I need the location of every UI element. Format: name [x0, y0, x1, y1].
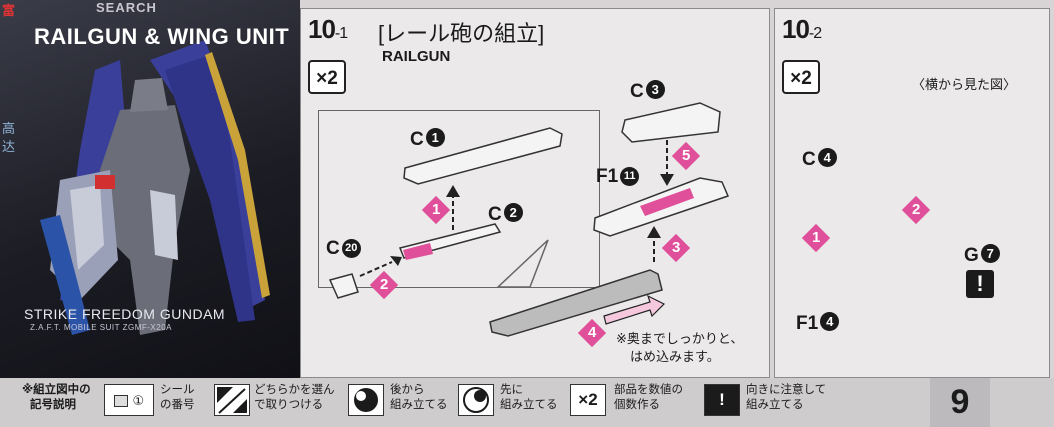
legend-line-2: で取りつける — [254, 399, 324, 411]
watermark-logo: 富 — [2, 3, 16, 18]
multiplier-badge: ×2 — [308, 60, 346, 94]
legend-item-sticker: シールの番号 — [160, 383, 195, 413]
assemble-first-glyph — [463, 387, 489, 413]
legend-item-multiplier: 部品を数値の個数作る — [614, 383, 683, 413]
legend-line-2: 組み立てる — [746, 399, 804, 411]
step-number-10-2: 10-2 — [782, 14, 822, 45]
legend-header: ※組立図中の 記号説明 — [22, 383, 91, 413]
legend-header-line-2: 記号説明 — [30, 399, 76, 411]
orientation-caution-icon: ! — [704, 384, 740, 416]
part-c3 — [621, 102, 721, 143]
note-line-1: ※奥までしっかりと、 — [616, 331, 744, 346]
caution-icon: ! — [966, 270, 994, 298]
section-title: RAILGUN & WING UNIT — [34, 24, 290, 49]
legend-line-1: シール — [160, 384, 195, 396]
model-photo — [0, 0, 300, 378]
legend-line-2: 組み立てる — [390, 399, 448, 411]
step-10-2-panel — [774, 8, 1050, 378]
assemble-later-glyph — [354, 388, 378, 412]
step-title-en: RAILGUN — [382, 48, 451, 65]
legend-bar — [0, 378, 1054, 427]
part-c20 — [328, 273, 359, 299]
step-number-sub: 1 — [339, 25, 348, 42]
multiplier-icon: ×2 — [570, 384, 606, 416]
detail-inset — [318, 110, 600, 288]
legend-line-1: 後から — [390, 384, 425, 396]
legend-item-first: 先に組み立てる — [500, 383, 558, 413]
legend-line-1: 部品を数値の — [614, 384, 683, 396]
part-rail — [489, 269, 663, 337]
step-number-main: 10 — [308, 14, 336, 44]
part-c2-accent — [403, 243, 433, 260]
assemble-first-icon — [458, 384, 494, 416]
assembly-note: ※奥までしっかりと、 はめ込みます。 — [616, 330, 743, 366]
side-view-label: 〈横から見た図〉 — [912, 77, 1017, 92]
sticker-number-icon: ① — [104, 384, 154, 416]
step-number-dash: - — [808, 25, 814, 42]
legend-line-1: 先に — [500, 384, 523, 396]
page-number: 9 — [930, 378, 990, 427]
model-name: STRIKE FREEDOM GUNDAM — [24, 306, 226, 322]
legend-item-caution: 向きに注意して組み立てる — [746, 383, 826, 413]
model-code: Z.A.F.T. MOBILE SUIT ZGMF-X20A — [30, 323, 172, 332]
legend-item-later: 後から組み立てる — [390, 383, 448, 413]
note-line-2: はめ込みます。 — [630, 349, 720, 364]
legend-line-1: どちらかを選ん — [254, 384, 335, 396]
step-title-jp: [レール砲の組立] — [378, 21, 545, 46]
step-number-dash: - — [334, 25, 340, 42]
legend-line-2: の番号 — [160, 399, 195, 411]
choose-one-icon — [214, 384, 250, 416]
step-number-10-1: 10-1 — [308, 14, 348, 45]
part-c1 — [403, 127, 563, 185]
legend-header-line-1: ※組立図中の — [22, 384, 91, 396]
gundam-illustration — [40, 40, 270, 335]
assemble-later-icon — [348, 384, 384, 416]
step-number-main: 10 — [782, 14, 810, 44]
legend-line-2: 組み立てる — [500, 399, 558, 411]
side-watermark: 高达 — [2, 121, 16, 154]
legend-line-2: 個数作る — [614, 399, 660, 411]
multiplier-badge: ×2 — [782, 60, 820, 94]
choose-one-glyph — [217, 387, 247, 414]
watermark-text: SEARCH — [96, 0, 157, 15]
legend-item-choose: どちらかを選んで取りつける — [254, 383, 335, 413]
legend-line-1: 向きに注意して — [746, 384, 827, 396]
sticker-number-symbol: ① — [132, 393, 145, 408]
part-f1-accent — [640, 188, 694, 216]
step-number-sub: 2 — [813, 25, 822, 42]
